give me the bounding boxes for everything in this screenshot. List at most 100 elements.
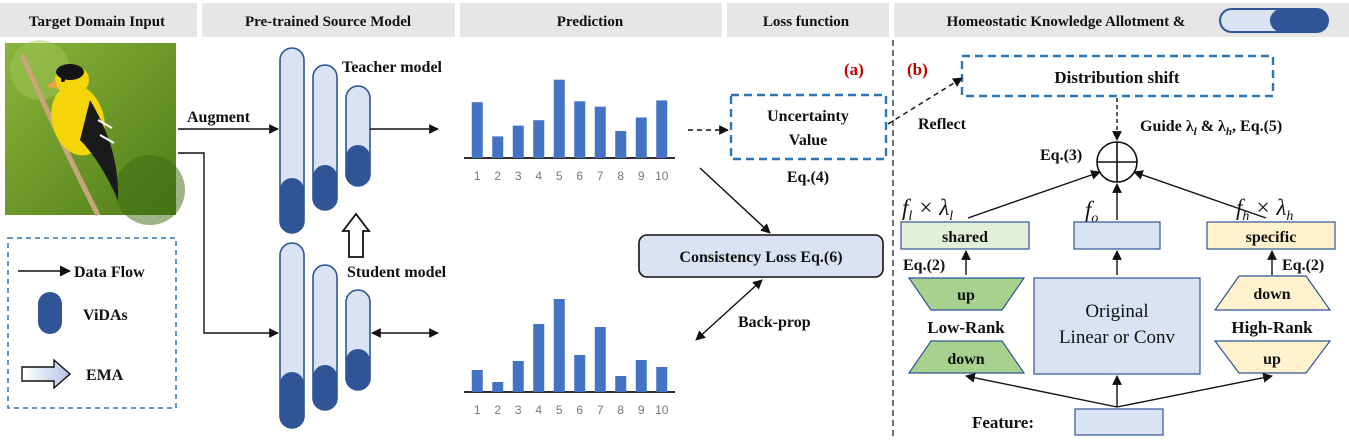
student-bar-2	[492, 382, 504, 392]
guide-label: Guide λl & λh, Eq.(5)	[1140, 118, 1282, 138]
teacher-bar-9	[635, 117, 647, 158]
legend-vidas: ViDAs	[83, 307, 128, 324]
teacher-bar-4	[533, 120, 545, 158]
header-input: Target Domain Input	[29, 14, 165, 30]
high-rank-label: High-Rank	[1231, 318, 1313, 337]
bird-image	[5, 40, 185, 225]
low-rank-down-block	[907, 340, 1026, 374]
header-row: Target Domain Input Pre-trained Source M…	[0, 3, 1349, 37]
student-tick-label: 5	[556, 403, 563, 417]
fh-lambda-label: fh × λh	[1236, 195, 1293, 224]
student-bar-7	[594, 327, 606, 392]
sum-operator-icon	[1096, 141, 1138, 183]
teacher-bar-3	[512, 125, 524, 158]
student-bar-3	[512, 361, 524, 392]
ema-update-arrow-icon	[341, 212, 371, 258]
teacher-model: Teacher model	[279, 47, 443, 234]
teacher-bar-7	[594, 106, 606, 158]
feature-box	[1074, 408, 1164, 436]
fl-lambda-label: fl × λl	[902, 195, 953, 224]
distribution-shift-label: Distribution shift	[1054, 68, 1179, 87]
header-input-bg	[0, 3, 197, 37]
high-rank-up-block	[1213, 340, 1332, 374]
specific-box	[1206, 221, 1336, 250]
teacher-bar-10	[656, 100, 668, 158]
header-model-bg	[202, 3, 455, 37]
low-rank-up-label: up	[957, 287, 975, 304]
student-tick-label: 8	[617, 403, 624, 417]
eq4-label: Eq.(4)	[787, 169, 829, 186]
header-prediction: Prediction	[557, 14, 624, 30]
low-rank-label: Low-Rank	[927, 318, 1005, 337]
reflect-label: Reflect	[918, 116, 967, 133]
fo-box	[1073, 221, 1161, 250]
high-rank-up-label: up	[1263, 351, 1281, 368]
part-b-label: (b)	[907, 60, 928, 79]
teacher-model-label: Teacher model	[342, 59, 443, 76]
original-label-2: Linear or Conv	[1059, 327, 1176, 348]
header-hka: Homeostatic Knowledge Allotment &	[947, 14, 1186, 30]
teacher-bar-5	[553, 79, 565, 158]
teacher-bar-2	[492, 136, 504, 158]
student-bar-4	[533, 324, 545, 392]
high-rank-down-block	[1213, 275, 1332, 311]
student-tick-label: 4	[535, 403, 542, 417]
student-bar-10	[656, 367, 668, 392]
eq3-label: Eq.(3)	[1040, 147, 1082, 164]
teacher-tick-label: 7	[597, 169, 604, 183]
header-prediction-bg	[460, 3, 722, 37]
teacher-bar-1	[471, 102, 483, 158]
uncertainty-label: Uncertainty	[767, 108, 849, 125]
teacher-tick-label: 2	[494, 169, 501, 183]
student-tick-label: 7	[597, 403, 604, 417]
teacher-tick-label: 10	[655, 169, 669, 183]
teacher-tick-label: 4	[535, 169, 542, 183]
teacher-bar-6	[574, 101, 586, 158]
legend: Data Flow ViDAs EMA	[7, 237, 177, 409]
augment-label: Augment	[187, 109, 251, 126]
student-bar-1	[471, 370, 483, 392]
original-layer-box	[1033, 277, 1201, 375]
ema-arrow-icon	[21, 358, 72, 390]
header-loss-bg	[727, 3, 889, 37]
low-rank-up-block	[907, 277, 1026, 311]
uncertainty-value-label: Value	[789, 132, 828, 149]
uncertainty-box	[729, 93, 888, 161]
fo-label: fo	[1085, 197, 1098, 226]
student-tick-label: 10	[655, 403, 669, 417]
student-model-label: Student model	[347, 264, 447, 281]
toggle-icon	[1219, 8, 1329, 33]
loss-section: Uncertainty Value Eq.(4) (a) Consistency…	[638, 60, 888, 341]
student-tick-label: 1	[474, 403, 481, 417]
part-a-label: (a)	[844, 60, 864, 79]
original-label: Original	[1085, 301, 1148, 322]
high-rank-down-label: down	[1253, 286, 1290, 303]
student-bar-8	[615, 376, 627, 392]
student-bar-5	[553, 299, 565, 392]
teacher-bar-8	[615, 131, 627, 158]
distribution-shift-box	[960, 54, 1275, 98]
feature-label: Feature:	[972, 413, 1034, 432]
student-model: Student model	[279, 242, 447, 429]
student-bar-9	[635, 360, 647, 392]
student-tick-label: 3	[515, 403, 522, 417]
hka-section: (b) Distribution shift Reflect Guide λl …	[887, 54, 1336, 436]
teacher-tick-label: 1	[474, 169, 481, 183]
student-tick-label: 9	[638, 403, 645, 417]
teacher-tick-label: 3	[515, 169, 522, 183]
specific-label: specific	[1246, 229, 1297, 246]
low-rank-down-label: down	[947, 351, 984, 368]
vida-icon	[38, 292, 62, 334]
student-bar-6	[574, 355, 586, 392]
shared-label: shared	[942, 229, 988, 246]
eq2-right-label: Eq.(2)	[1282, 257, 1324, 274]
legend-ema: EMA	[86, 367, 124, 384]
teacher-tick-label: 5	[556, 169, 563, 183]
eq2-left-label: Eq.(2)	[903, 257, 945, 274]
consistency-loss-label: Consistency Loss Eq.(6)	[679, 249, 842, 266]
legend-data-flow: Data Flow	[74, 264, 145, 281]
header-loss: Loss function	[763, 14, 850, 30]
